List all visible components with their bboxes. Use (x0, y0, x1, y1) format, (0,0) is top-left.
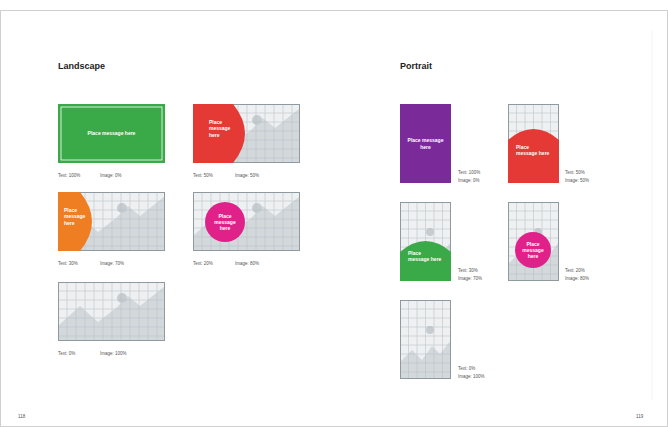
message-shape: Place message here (508, 126, 559, 183)
message-shape: Place message here (515, 232, 551, 268)
ratio-label: Image: 80% (565, 276, 589, 281)
ratio-label: Image: 50% (235, 173, 259, 178)
ratio-label: Text: 30% (458, 268, 478, 273)
message-shape: Place message here (400, 238, 451, 281)
ratio-label: 119 (636, 414, 643, 419)
message-shape: Place message here (58, 104, 165, 163)
ratio-label: Text: 50% (565, 170, 585, 175)
message-text: Place message here (404, 137, 447, 150)
section-heading: Portrait (400, 61, 432, 71)
ratio-label: Text: 50% (193, 173, 213, 178)
message-text: Place message here (408, 250, 442, 263)
ratio-label: Image: 100% (458, 374, 485, 379)
ratio-label: Text: 100% (58, 173, 80, 178)
section-heading: Landscape (58, 61, 105, 71)
message-shape: Place message here (58, 192, 102, 251)
ratio-label: Image: 100% (100, 351, 127, 356)
ratio-label: Text: 20% (193, 261, 213, 266)
text-area: Place message here (64, 207, 90, 239)
ratio-label: Text: 0% (58, 351, 75, 356)
text-area: Place message here (408, 250, 442, 278)
message-text: Place message here (516, 144, 550, 157)
ratio-label: 118 (18, 414, 25, 419)
message-text: Place message here (212, 213, 238, 232)
ratio-label: Text: 30% (58, 261, 78, 266)
ratio-label: Text: 0% (458, 366, 475, 371)
text-area: Place message here (209, 119, 237, 151)
message-text: Place message here (88, 130, 136, 136)
message-shape: Place message here (193, 104, 255, 163)
ratio-label: Image: 70% (100, 261, 124, 266)
text-area: Place message here (212, 208, 238, 236)
ratio-label: Image: 0% (100, 173, 122, 178)
text-area: Place message here (404, 104, 447, 183)
message-text: Place message here (64, 207, 90, 226)
text-area: Place message here (516, 144, 550, 176)
text-area: Place message here (62, 104, 161, 163)
shape-outline (193, 104, 255, 163)
message-text: Place message here (521, 241, 545, 260)
ratio-label: Image: 50% (565, 178, 589, 183)
message-shape: Place message here (400, 104, 451, 183)
message-text: Place message here (209, 119, 237, 138)
ratio-label: Text: 100% (458, 170, 480, 175)
ratio-label: Image: 80% (235, 261, 259, 266)
ratio-label: Image: 70% (458, 276, 482, 281)
message-shape: Place message here (205, 202, 245, 242)
ratio-label: Text: 20% (565, 268, 585, 273)
text-area: Place message here (521, 237, 545, 263)
ratio-label: Image: 0% (458, 178, 480, 183)
